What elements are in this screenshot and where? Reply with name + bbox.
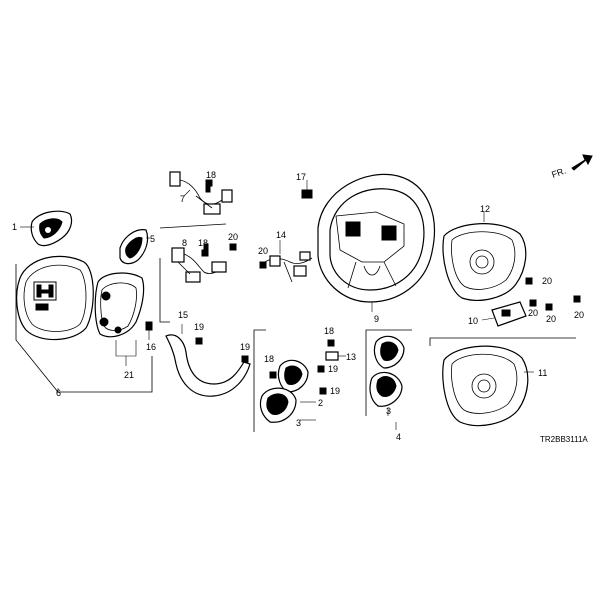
callout-20b: 20 [258, 246, 268, 256]
part-10-bracket [481, 301, 527, 327]
part-8-wire-harness [171, 243, 227, 283]
callout-labels: 1 2 3 3 4 5 6 7 8 9 10 11 12 13 14 15 16… [12, 170, 584, 442]
callout-18a: 18 [206, 170, 216, 180]
callout-3a: 3 [296, 418, 301, 428]
part-9-steering-wheel [317, 173, 435, 312]
callout-9: 9 [374, 314, 379, 324]
part-7-wire-harness [169, 171, 233, 215]
callout-1: 1 [12, 222, 17, 232]
callout-21: 21 [124, 370, 134, 380]
callout-18c: 18 [264, 354, 274, 364]
callout-20c: 20 [542, 276, 552, 286]
callout-8: 8 [182, 238, 187, 248]
callout-2: 2 [318, 398, 323, 408]
part-16-screw [145, 321, 153, 340]
fasteners [195, 179, 581, 395]
front-label: FR. [550, 166, 567, 180]
callout-7: 7 [180, 194, 185, 204]
callout-19b: 19 [240, 342, 250, 352]
callout-16: 16 [146, 342, 156, 352]
callout-17: 17 [296, 172, 306, 182]
callout-20d: 20 [528, 308, 538, 318]
callout-20e: 20 [546, 314, 556, 324]
part-11-lower-cover [429, 337, 576, 427]
diagram-code: TR2BB3111A [540, 435, 588, 444]
callout-18b: 18 [198, 238, 208, 248]
callout-4: 4 [396, 432, 401, 442]
callout-20f: 20 [574, 310, 584, 320]
front-arrow-icon [571, 154, 593, 171]
callout-15: 15 [178, 310, 188, 320]
part-14-harness [261, 240, 313, 283]
part-13-clip [325, 351, 346, 361]
part-2-3-left-switches [253, 329, 316, 432]
part-1-switch-cover [20, 210, 73, 247]
callout-19a: 19 [194, 322, 204, 332]
callout-19d: 19 [330, 386, 340, 396]
callout-5: 5 [150, 234, 155, 244]
part-5-switch-cover [119, 229, 150, 265]
harness-frame-top [159, 223, 227, 229]
callout-11: 11 [538, 368, 547, 378]
callout-3b: 3 [386, 406, 391, 416]
callout-19c: 19 [328, 364, 338, 374]
callout-12: 12 [480, 204, 490, 214]
callout-13: 13 [346, 352, 356, 362]
harness-frame [159, 258, 170, 323]
callout-18d: 18 [324, 326, 334, 336]
callout-6: 6 [56, 388, 61, 398]
callout-20a: 20 [228, 232, 238, 242]
part-15-center-trim [165, 324, 251, 397]
part-4-3-right-switches [365, 329, 412, 430]
callout-14: 14 [276, 230, 286, 240]
part-21-switch-plate [94, 272, 145, 366]
part-6-airbag-module [15, 255, 153, 393]
part-12-lower-cover [442, 212, 527, 301]
part-17-bolt [301, 180, 313, 199]
front-direction-indicator: FR. [550, 154, 593, 180]
callout-10: 10 [468, 316, 478, 326]
